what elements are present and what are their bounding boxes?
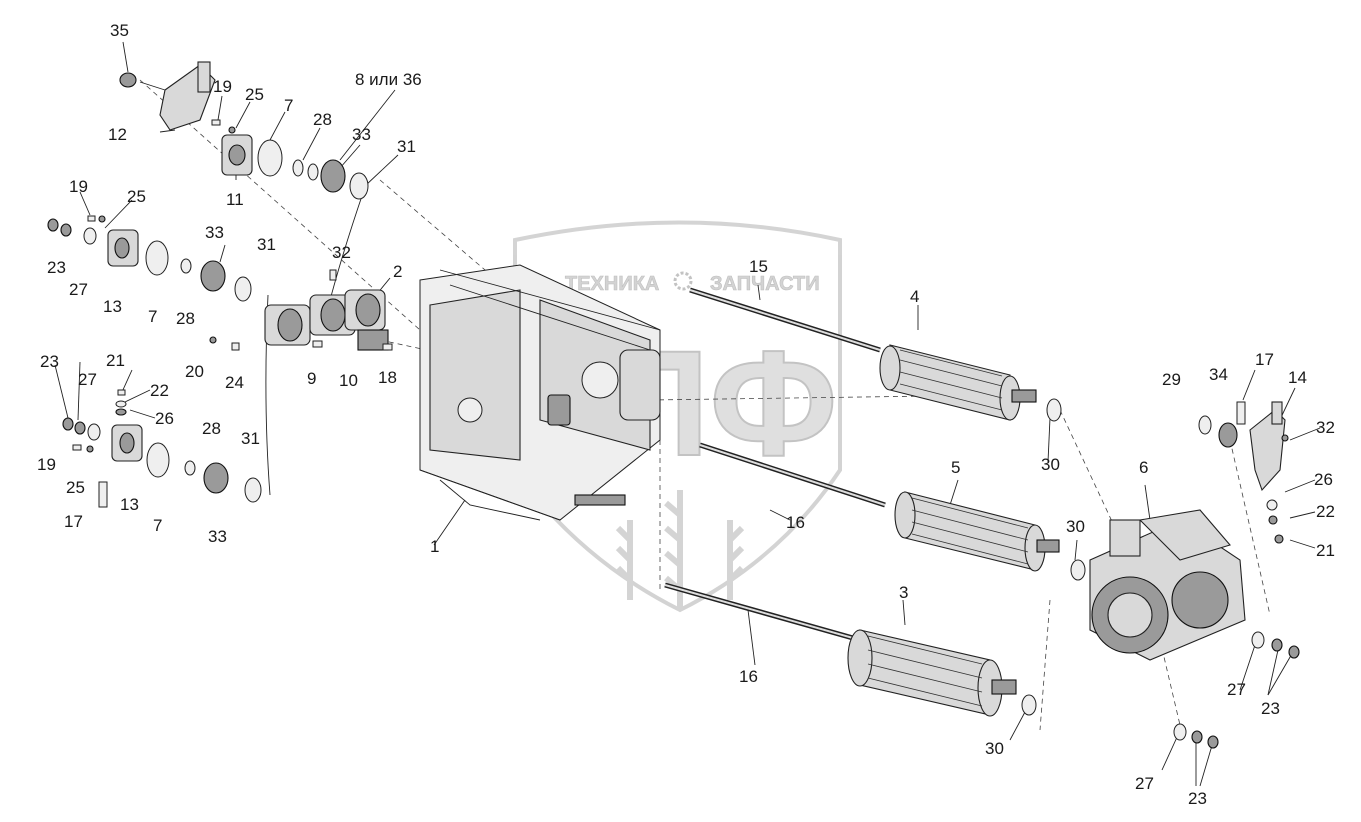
callout-25: 25 bbox=[245, 85, 264, 104]
watermark-wheat-icon bbox=[615, 490, 745, 610]
callout-21: 21 bbox=[106, 351, 125, 370]
callout-31: 31 bbox=[397, 137, 416, 156]
callout-2: 2 bbox=[393, 262, 402, 281]
callout-29: 29 bbox=[1162, 370, 1181, 389]
part-2-bearing-housing bbox=[264, 289, 389, 351]
callout-27: 27 bbox=[78, 370, 97, 389]
watermark-right-word: ЗАПЧАСТИ bbox=[710, 273, 820, 295]
callout-19: 19 bbox=[69, 177, 88, 196]
callout-33: 33 bbox=[352, 125, 371, 144]
callout-26: 26 bbox=[1314, 470, 1333, 489]
callout-31: 31 bbox=[241, 429, 260, 448]
callout-23: 23 bbox=[1188, 789, 1207, 808]
callout-32: 32 bbox=[1316, 418, 1335, 437]
part-16-shaft-lower bbox=[664, 582, 861, 643]
lower-left-bearing-group bbox=[62, 417, 262, 508]
callout-23: 23 bbox=[40, 352, 59, 371]
bottom-right-fasteners bbox=[1173, 631, 1300, 749]
callout-28: 28 bbox=[202, 419, 221, 438]
gear-icon bbox=[673, 271, 693, 291]
callout-19: 19 bbox=[37, 455, 56, 474]
callout-22: 22 bbox=[1316, 502, 1335, 521]
callout-30: 30 bbox=[985, 739, 1004, 758]
middle-left-bearing-group bbox=[47, 218, 252, 302]
callout-28: 28 bbox=[313, 110, 332, 129]
callout-15: 15 bbox=[749, 257, 768, 276]
callout-23: 23 bbox=[1261, 699, 1280, 718]
callout-13: 13 bbox=[103, 297, 122, 316]
callout-labels: 35 19 25 7 8 или 36 28 33 31 12 11 19 25… bbox=[37, 21, 1335, 808]
callout-4: 4 bbox=[910, 287, 919, 306]
callout-30: 30 bbox=[1066, 517, 1085, 536]
callout-11: 11 bbox=[226, 190, 244, 209]
callout-25: 25 bbox=[127, 187, 146, 206]
callout-28: 28 bbox=[176, 309, 195, 328]
callout-13: 13 bbox=[120, 495, 139, 514]
callout-14: 14 bbox=[1288, 368, 1307, 387]
callout-5: 5 bbox=[951, 458, 960, 477]
part-6-gearbox bbox=[1089, 509, 1246, 661]
callout-22: 22 bbox=[150, 381, 169, 400]
watermark-shield bbox=[513, 220, 842, 613]
callout-21: 21 bbox=[1316, 541, 1335, 560]
callout-3: 3 bbox=[899, 583, 908, 602]
callout-35: 35 bbox=[110, 21, 129, 40]
callout-33: 33 bbox=[205, 223, 224, 242]
callout-33: 33 bbox=[208, 527, 227, 546]
part-4-roller bbox=[879, 344, 1037, 421]
callout-17: 17 bbox=[64, 512, 83, 531]
callout-27: 27 bbox=[69, 280, 88, 299]
callout-17: 17 bbox=[1255, 350, 1274, 369]
callout-1: 1 bbox=[430, 537, 439, 556]
callout-20: 20 bbox=[185, 362, 204, 381]
callout-7: 7 bbox=[148, 307, 157, 326]
callout-10: 10 bbox=[339, 371, 358, 390]
callout-25: 25 bbox=[66, 478, 85, 497]
callout-16: 16 bbox=[739, 667, 758, 686]
part-3-roller bbox=[847, 629, 1017, 717]
watermark-left-word: ТЕХНИКА bbox=[565, 273, 659, 295]
callout-7: 7 bbox=[153, 516, 162, 535]
callout-7: 7 bbox=[284, 96, 293, 115]
callout-23: 23 bbox=[47, 258, 66, 277]
callout-8-or-36: 8 или 36 bbox=[355, 70, 422, 89]
callout-30: 30 bbox=[1041, 455, 1060, 474]
callout-18: 18 bbox=[378, 368, 397, 387]
part-15-shaft bbox=[689, 287, 881, 353]
top-bearing-group bbox=[119, 61, 369, 200]
callout-24: 24 bbox=[225, 373, 244, 392]
part-1-main-frame bbox=[419, 264, 661, 521]
callout-31: 31 bbox=[257, 235, 276, 254]
callout-6: 6 bbox=[1139, 458, 1148, 477]
callout-19: 19 bbox=[213, 77, 232, 96]
callout-16: 16 bbox=[786, 513, 805, 532]
callout-27: 27 bbox=[1227, 680, 1246, 699]
right-bearing-group bbox=[1198, 401, 1289, 544]
callout-32: 32 bbox=[332, 243, 351, 262]
callout-12: 12 bbox=[108, 125, 127, 144]
part-16-shaft-upper bbox=[699, 442, 886, 508]
part-5-roller bbox=[894, 491, 1060, 572]
callout-9: 9 bbox=[307, 369, 316, 388]
callout-27: 27 bbox=[1135, 774, 1154, 793]
small-fasteners bbox=[72, 119, 1086, 716]
callout-26: 26 bbox=[155, 409, 174, 428]
callout-34: 34 bbox=[1209, 365, 1228, 384]
